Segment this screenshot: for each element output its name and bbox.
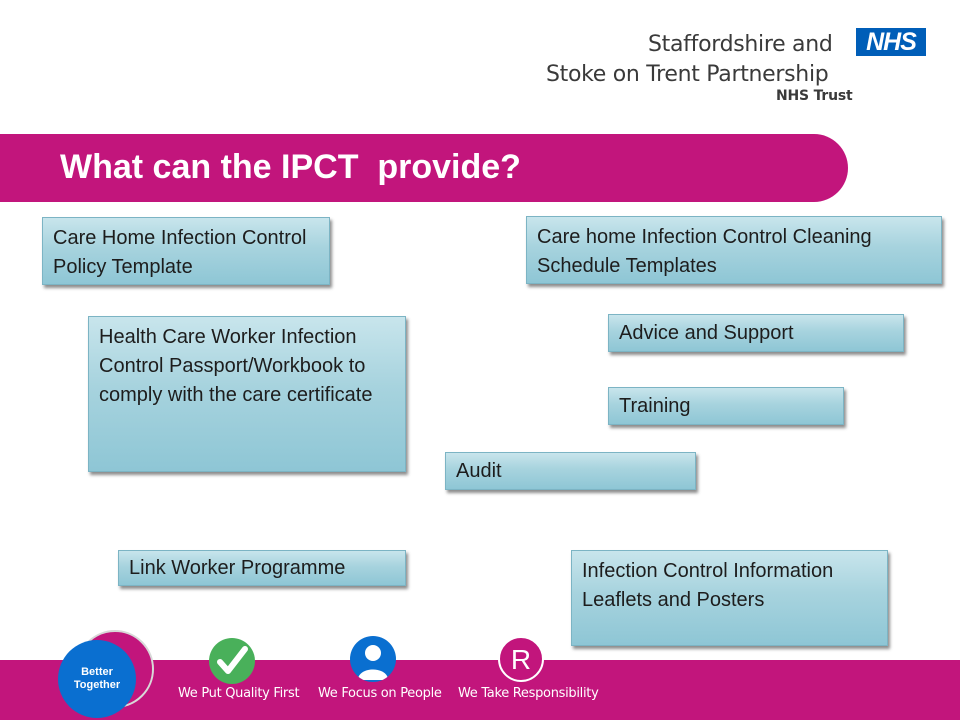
org-name-line-3: NHS Trust — [776, 88, 853, 104]
passport-workbook-box: Health Care Worker Infection Control Pas… — [88, 316, 406, 472]
policy-template-box: Care Home Infection Control Policy Templ… — [42, 217, 330, 285]
leaflets-posters-box: Infection Control Information Leaflets a… — [571, 550, 888, 646]
value-responsibility-label: We Take Responsibility — [458, 686, 599, 701]
better-together-logo: Better Together — [58, 640, 136, 718]
value-quality-label: We Put Quality First — [178, 686, 300, 701]
better-together-logo-text: Better Together — [73, 666, 121, 691]
checkmark-icon — [209, 638, 255, 684]
organisation-name: Staffordshire and Stoke on Trent Partner… — [546, 30, 866, 104]
svg-text:R: R — [511, 644, 531, 675]
link-worker-box: Link Worker Programme — [118, 550, 406, 586]
cleaning-schedule-box: Care home Infection Control Cleaning Sch… — [526, 216, 942, 284]
nhs-logo: NHS — [856, 28, 926, 56]
audit-box: Audit — [445, 452, 696, 490]
org-name-line-2: Stoke on Trent Partnership — [546, 62, 829, 87]
title-band — [0, 134, 848, 202]
value-people-label: We Focus on People — [318, 686, 442, 701]
org-name-line-1: Staffordshire and — [648, 32, 833, 57]
r-letter-icon: R — [498, 636, 544, 682]
footer-band — [0, 660, 960, 720]
person-icon — [350, 636, 396, 682]
training-box: Training — [608, 387, 844, 425]
slide-title: What can the IPCT provide? — [60, 148, 521, 186]
advice-support-box: Advice and Support — [608, 314, 904, 352]
